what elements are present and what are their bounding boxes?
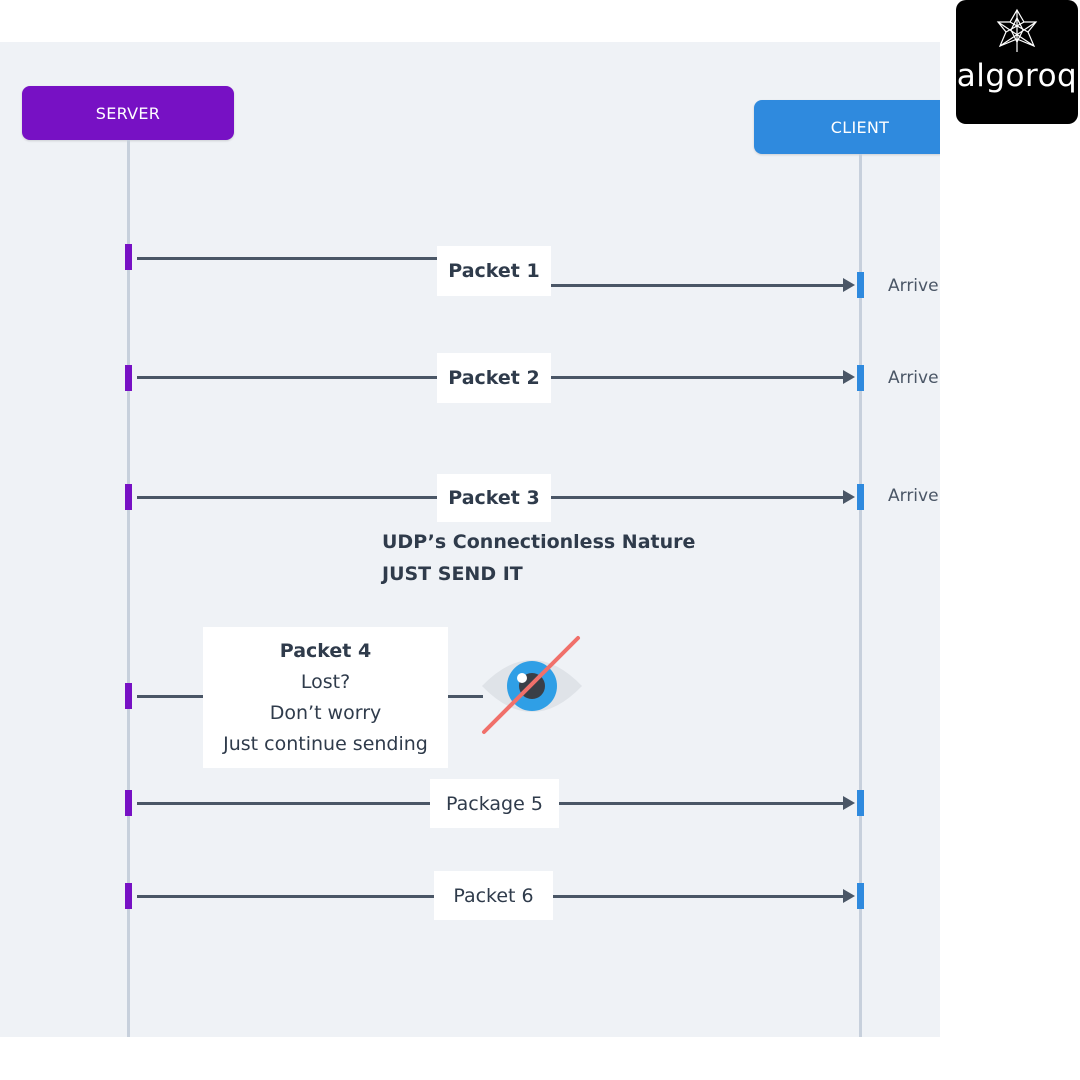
udp-note: UDP’s Connectionless Nature JUST SEND IT	[382, 526, 695, 590]
message-label-package-5: Package 5	[430, 779, 559, 828]
client-activation	[857, 484, 864, 510]
logo-star-icon	[996, 8, 1038, 52]
lost-packet-line-2: Don’t worry	[269, 701, 382, 724]
note-line-2: JUST SEND IT	[382, 563, 523, 585]
eye-slash-icon	[482, 636, 582, 734]
client-activation	[857, 272, 864, 298]
lost-packet-line-1: Lost?	[300, 670, 351, 693]
server-activation	[125, 244, 132, 270]
arrive-label: Arrive	[888, 276, 939, 296]
lost-packet-line-3: Just continue sending	[223, 732, 428, 755]
arrive-label: Arrive	[888, 368, 939, 388]
client-lifeline	[859, 154, 862, 1037]
message-label-packet-6: Packet 6	[434, 871, 553, 920]
message-label-packet-3: Packet 3	[437, 474, 551, 522]
lost-packet-title: Packet 4	[279, 639, 372, 662]
client-activation	[857, 790, 864, 816]
arrowhead	[843, 278, 855, 292]
message-line	[137, 257, 447, 260]
server-activation	[125, 790, 132, 816]
algoroq-logo: algoroq	[956, 0, 1078, 124]
server-activation	[125, 683, 132, 709]
server-activation	[125, 484, 132, 510]
message-label-packet-1: Packet 1	[437, 246, 551, 296]
server-activation	[125, 365, 132, 391]
lost-packet-box: Packet 4 Lost? Don’t worry Just continue…	[203, 627, 448, 768]
client-actor: CLIENT	[754, 100, 940, 154]
arrowhead	[843, 796, 855, 810]
arrowhead	[843, 490, 855, 504]
arrowhead	[843, 889, 855, 903]
arrowhead	[843, 370, 855, 384]
server-activation	[125, 883, 132, 909]
server-lifeline	[127, 140, 130, 1037]
server-actor: SERVER	[22, 86, 234, 140]
message-line	[540, 284, 846, 287]
note-line-1: UDP’s Connectionless Nature	[382, 531, 696, 553]
client-activation	[857, 883, 864, 909]
arrive-label: Arrive	[888, 486, 939, 506]
logo-text: algoroq	[956, 58, 1078, 94]
message-label-packet-2: Packet 2	[437, 353, 551, 403]
sequence-diagram: SERVER CLIENT Packet 1 Arrive Packet 2 A…	[0, 42, 940, 1037]
client-activation	[857, 365, 864, 391]
